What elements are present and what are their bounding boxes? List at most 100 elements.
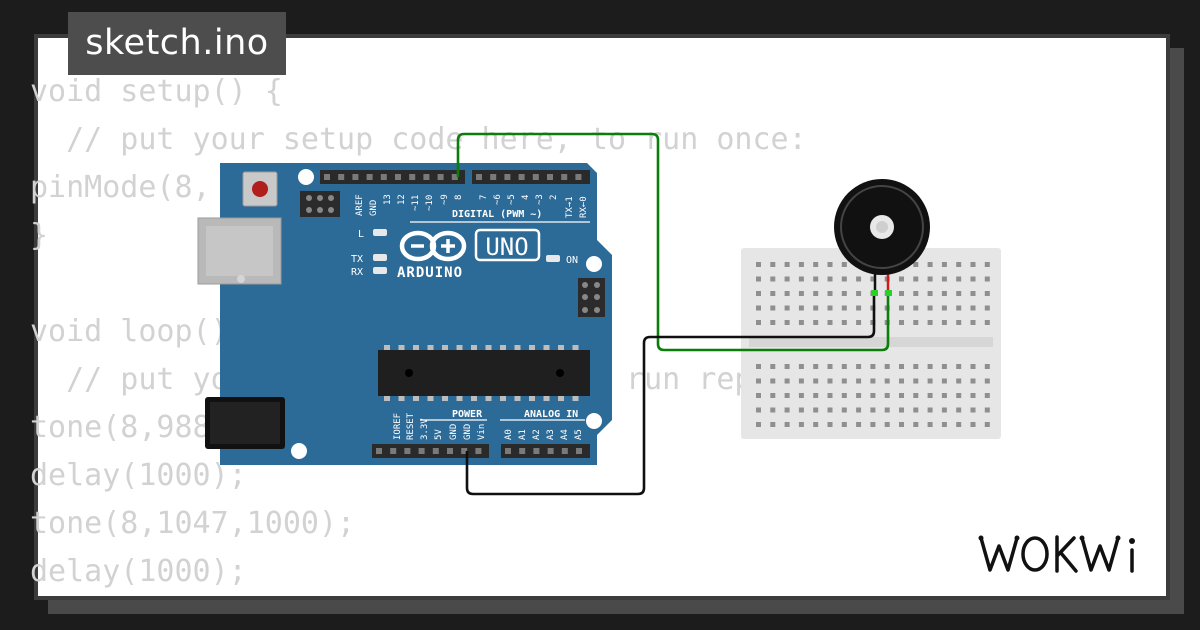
header-pin xyxy=(504,174,511,180)
signal-wire[interactable] xyxy=(456,132,890,352)
breadboard-hole xyxy=(870,407,876,413)
breadboard-hole xyxy=(941,262,947,267)
breadboard-hole xyxy=(856,393,862,398)
chip-pin xyxy=(442,396,448,401)
breadboard-hole xyxy=(984,291,990,296)
breadboard-hole xyxy=(827,378,833,384)
breadboard-hole xyxy=(927,364,933,369)
breadboard-hole xyxy=(956,276,962,282)
breadboard-hole xyxy=(913,364,919,369)
breadboard-hole xyxy=(941,393,947,398)
breadboard-hole xyxy=(813,422,819,427)
led-on xyxy=(546,255,560,262)
header-pin xyxy=(447,448,453,454)
chip-pin xyxy=(558,396,564,401)
breadboard-hole xyxy=(756,276,761,282)
breadboard-hole xyxy=(870,393,876,398)
breadboard-hole xyxy=(827,305,833,311)
chip-pin xyxy=(529,396,535,401)
pin-label-gnd2: GND xyxy=(463,424,473,440)
chip-pin xyxy=(442,345,448,350)
breadboard-hole xyxy=(913,305,919,311)
breadboard-hole xyxy=(970,291,976,296)
breadboard-hole xyxy=(784,320,790,325)
breadboard-hole xyxy=(770,364,776,369)
arduino-uno-board[interactable]: AREF GND 13 12 ~11 ~10 ~9 8 7 ~6 ~5 4 ~3… xyxy=(197,163,612,465)
chip-pin xyxy=(572,396,579,401)
pin-label-6: ~6 xyxy=(493,194,503,205)
breadboard-hole xyxy=(970,407,976,413)
pin-label-a1: A1 xyxy=(518,429,528,440)
breadboard-hole xyxy=(841,262,847,267)
breadboard-hole xyxy=(984,378,990,384)
header-pin xyxy=(575,174,582,180)
pin-label-vin: Vin xyxy=(477,424,487,440)
pin-label-ioref: IOREF xyxy=(393,413,403,440)
breadboard-hole xyxy=(913,291,919,296)
breadboard-hole xyxy=(770,262,776,267)
breadboard-hole xyxy=(870,422,876,427)
chip-pin xyxy=(456,345,463,350)
breadboard-hole xyxy=(856,378,862,384)
breadboard-hole xyxy=(827,407,833,413)
analog-header[interactable] xyxy=(501,444,590,458)
pin-label-gnd1: GND xyxy=(449,424,459,440)
breadboard-hole xyxy=(784,407,790,413)
ground-wire[interactable] xyxy=(465,293,876,496)
breadboard-hole xyxy=(798,393,804,398)
breadboard-hole xyxy=(899,320,904,325)
breadboard-hole xyxy=(899,393,904,398)
breadboard-hole xyxy=(798,276,804,282)
breadboard-hole xyxy=(841,364,847,369)
breadboard-hole xyxy=(884,407,890,413)
breadboard-hole xyxy=(798,378,804,384)
chip-pin xyxy=(543,396,550,401)
breadboard-hole xyxy=(913,262,919,267)
breadboard-hole xyxy=(813,378,819,384)
breadboard-hole xyxy=(813,291,819,296)
breadboard-hole xyxy=(798,422,804,427)
digital-header-right[interactable] xyxy=(472,170,590,184)
breadboard[interactable] xyxy=(741,248,1001,439)
breadboard-hole xyxy=(827,422,833,427)
breadboard-hole xyxy=(956,378,962,384)
breadboard-hole xyxy=(956,305,962,311)
breadboard-hole xyxy=(941,276,947,282)
breadboard-hole xyxy=(956,422,962,427)
chip-pin xyxy=(543,345,550,350)
breadboard-hole xyxy=(927,291,933,296)
header-pin xyxy=(461,448,468,454)
chip-pin xyxy=(413,345,419,350)
breadboard-hole xyxy=(970,422,976,427)
breadboard-hole xyxy=(841,276,847,282)
breadboard-hole xyxy=(956,320,962,325)
header-pin xyxy=(338,174,345,180)
breadboard-hole xyxy=(813,262,819,267)
file-tab[interactable]: sketch.ino xyxy=(68,12,286,75)
breadboard-hole xyxy=(927,262,933,267)
breadboard-hole xyxy=(770,407,776,413)
breadboard-hole xyxy=(899,291,904,296)
breadboard-hole xyxy=(927,422,933,427)
breadboard-hole xyxy=(784,378,790,384)
chip-pin xyxy=(500,396,506,401)
breadboard-hole xyxy=(841,291,847,296)
piezo-buzzer[interactable] xyxy=(834,179,930,296)
breadboard-hole xyxy=(798,407,804,413)
icsp-header-2 xyxy=(578,278,605,317)
led-rx xyxy=(373,267,387,274)
chip-pin xyxy=(529,345,535,350)
breadboard-hole xyxy=(899,422,904,427)
breadboard-hole xyxy=(899,305,904,311)
pin-label-5: ~5 xyxy=(507,194,517,205)
digital-header-left[interactable] xyxy=(320,170,465,184)
chip-pin xyxy=(572,345,579,350)
pin-label-12: 12 xyxy=(397,194,407,205)
breadboard-hole xyxy=(941,291,947,296)
breadboard-hole xyxy=(941,378,947,384)
arduino-logo-icon xyxy=(399,230,467,262)
chip-pin xyxy=(427,396,434,401)
header-pin xyxy=(518,174,525,180)
breadboard-hole xyxy=(770,393,776,398)
power-header[interactable] xyxy=(372,444,489,458)
